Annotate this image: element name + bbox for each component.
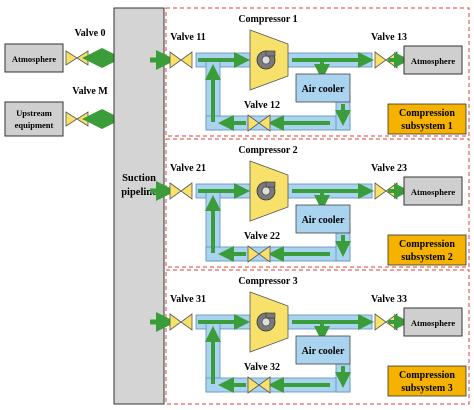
subsystem-2-badge [387,234,467,266]
subsystem-2-outlet-valve-label: Valve 23 [371,163,407,174]
subsystem-3-compressor-label: Compressor 3 [238,276,297,287]
subsystem-3-inlet-valve-label: Valve 31 [170,294,206,305]
subsystem-3-air-cooler-label: Air cooler [302,346,345,357]
upstream-equipment-label-line2: equipment [15,120,54,130]
subsystem-1-inlet-valve-label: Valve 11 [170,32,205,43]
subsystem-2-atmosphere-label: Atmosphere [411,187,455,197]
subsystem-3-outlet-valve-label: Valve 33 [371,294,407,305]
subsystem-2-inlet-valve-label: Valve 21 [170,163,206,174]
subsystem-2-recycle-valve-icon [247,245,271,263]
subsystem-3-boundary [165,269,470,405]
subsystem-3-badge [387,365,467,397]
subsystem-2-recycle-valve-label: Valve 22 [244,231,280,242]
subsystem-2-compressor-label: Compressor 2 [238,145,297,156]
compression-subsystem-1: Valve 11 Compressor 1 Air cooler Valve 1… [150,7,470,137]
suction-pipeline-label-line1: Suction [122,173,156,184]
subsystem-1-boundary [165,7,470,137]
subsystem-3-atmosphere-box [403,307,463,337]
subsystem-3-compressor-fan-icon [256,312,276,332]
upstream-equipment-label-line1: Upstream [16,108,52,118]
subsystem-1-compressor-label: Compressor 1 [238,14,297,25]
atmosphere-source-label: Atmosphere [12,54,56,64]
subsystem-1-badge [387,103,467,135]
subsystem-1-recycle-valve-icon [247,114,271,132]
valve-0-label: Valve 0 [74,28,105,39]
subsystem-2-badge-line1: Compression [399,239,455,250]
suction-pipeline-label-line2: pipeline [121,187,157,198]
compression-subsystem-3: Valve 31 Compressor 3 Air cooler Valve 3… [150,269,470,405]
subsystem-1-inlet-valve-icon [169,51,193,69]
valve-m-icon [65,111,89,127]
subsystem-3-inlet-valve-icon [169,313,193,331]
subsystem-3-atmosphere-label: Atmosphere [411,318,455,328]
subsystem-2-atmosphere-box [403,176,463,206]
subsystem-1-badge-line1: Compression [399,108,455,119]
subsystem-3-recycle-valve-icon [247,376,271,394]
upstream-equipment-box [4,101,64,137]
subsystem-1-atmosphere-box [403,45,463,75]
subsystem-2-compressor-fan-icon [256,181,276,201]
subsystem-1-air-cooler-label: Air cooler [302,84,345,95]
subsystem-1-badge-line2: subsystem 1 [401,121,452,132]
subsystem-1-air-cooler [295,73,351,103]
subsystem-2-inlet-valve-icon [169,182,193,200]
subsystem-3-badge-line1: Compression [399,370,455,381]
subsystem-2-air-cooler [295,204,351,234]
subsystem-2-air-cooler-label: Air cooler [302,215,345,226]
subsystem-1-compressor-fan-icon [256,50,276,70]
atmosphere-source-box [4,43,64,73]
suction-pipeline [113,7,165,405]
subsystem-3-air-cooler [295,335,351,365]
subsystem-2-badge-line2: subsystem 2 [401,252,452,263]
subsystem-1-atmosphere-label: Atmosphere [411,56,455,66]
compression-subsystem-2: Valve 21 Compressor 2 Air cooler Valve 2… [150,138,470,268]
valve-0-icon [65,50,89,66]
subsystem-1-outlet-valve-label: Valve 13 [371,32,407,43]
subsystem-2-boundary [165,138,470,268]
subsystem-3-recycle-valve-label: Valve 32 [244,362,280,373]
subsystem-3-badge-line2: subsystem 3 [401,383,452,394]
valve-m-label: Valve M [72,86,108,97]
subsystem-1-recycle-valve-label: Valve 12 [244,100,280,111]
